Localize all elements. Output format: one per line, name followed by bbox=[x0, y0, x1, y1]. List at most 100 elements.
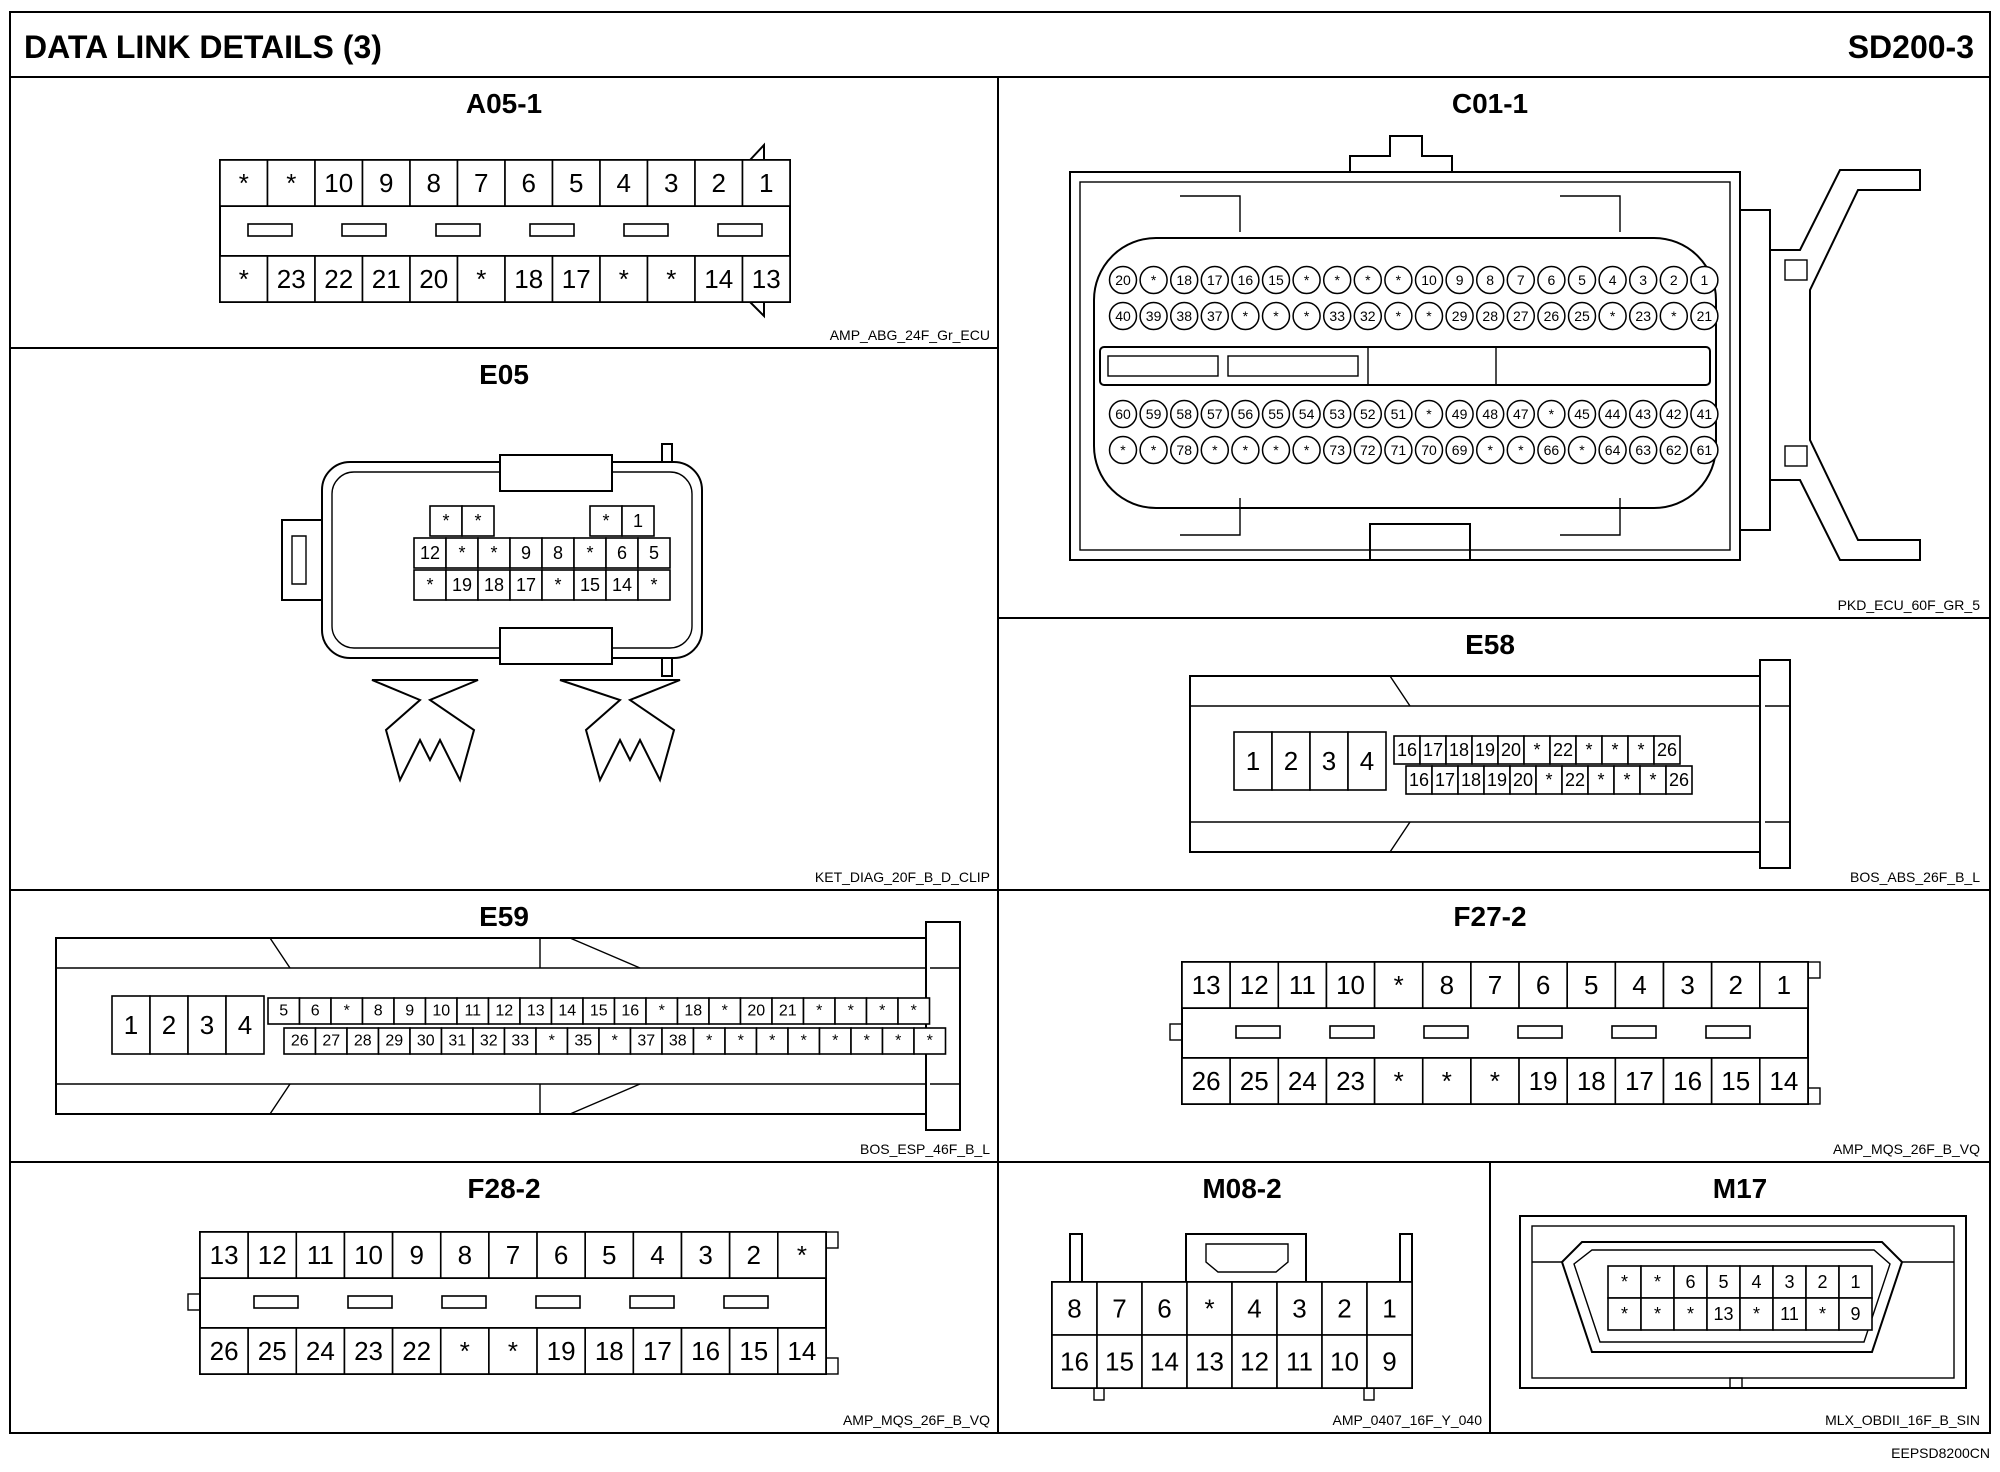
pin-cell bbox=[219, 255, 269, 303]
caption-a05: AMP_ABG_24F_Gr_ECU bbox=[830, 327, 990, 343]
pin-circle bbox=[1108, 301, 1138, 331]
pin-cell bbox=[1838, 1297, 1873, 1331]
pin-cell bbox=[488, 1231, 538, 1279]
pin-circle bbox=[1414, 399, 1444, 429]
pin-circle bbox=[1567, 399, 1597, 429]
keying-slot bbox=[441, 1295, 487, 1309]
pin-label: * bbox=[1649, 770, 1656, 790]
pin-label: 19 bbox=[1529, 1066, 1558, 1096]
pin-cell bbox=[541, 537, 575, 569]
pin-cell bbox=[267, 997, 301, 1025]
pin-label: * bbox=[1671, 308, 1677, 324]
pin-label: 8 bbox=[1440, 970, 1454, 1000]
pin-label: 33 bbox=[1329, 308, 1345, 324]
pin-cell bbox=[1601, 735, 1629, 765]
pin-label: 17 bbox=[1207, 272, 1223, 288]
pin-label: 2 bbox=[746, 1240, 760, 1270]
pin-label: * bbox=[426, 575, 433, 595]
pin-label: * bbox=[1204, 1294, 1214, 1324]
pin-label: 4 bbox=[1609, 272, 1617, 288]
pin-cell bbox=[802, 997, 836, 1025]
pin-label: * bbox=[1637, 740, 1644, 760]
pin-label: 12 bbox=[258, 1240, 287, 1270]
pin-label: 25 bbox=[1574, 308, 1590, 324]
pin-label: * bbox=[1621, 1272, 1628, 1292]
pin-label: 9 bbox=[409, 1240, 423, 1270]
pin-label: 20 bbox=[1115, 272, 1131, 288]
pin-label: 18 bbox=[1461, 770, 1481, 790]
pin-label: * bbox=[650, 575, 657, 595]
pin-label: 44 bbox=[1605, 406, 1621, 422]
pin-label: * bbox=[1442, 1066, 1452, 1096]
pin-label: 2 bbox=[162, 1010, 176, 1040]
pin-cell bbox=[776, 1231, 827, 1279]
keying-slot bbox=[717, 223, 763, 237]
pin-circle bbox=[1598, 435, 1627, 465]
document-code: SD200-3 bbox=[1848, 29, 1974, 65]
pin-cell bbox=[283, 1027, 317, 1055]
pin-label: 13 bbox=[1195, 1347, 1224, 1377]
pin-cell bbox=[1759, 961, 1809, 1009]
pin-circle bbox=[1139, 265, 1168, 295]
pin-cell bbox=[728, 1327, 779, 1375]
pin-label: 18 bbox=[514, 264, 543, 294]
pin-label: 10 bbox=[432, 1003, 450, 1020]
pin-circle bbox=[1537, 301, 1566, 331]
pin-label: 12 bbox=[495, 1003, 513, 1020]
pin-label: 14 bbox=[1150, 1347, 1179, 1377]
pin-cell bbox=[897, 997, 931, 1025]
pin-cell bbox=[1710, 1057, 1761, 1105]
pin-label: * bbox=[476, 264, 486, 294]
pin-circle bbox=[1200, 435, 1230, 465]
pin-label: 11 bbox=[1780, 1304, 1799, 1324]
pin-cell bbox=[1662, 961, 1713, 1009]
pin-label: 9 bbox=[1456, 272, 1464, 288]
page-title: DATA LINK DETAILS (3) bbox=[24, 29, 382, 65]
pin-label: 9 bbox=[405, 1003, 414, 1020]
keying-slot bbox=[1423, 1025, 1469, 1039]
pin-cell bbox=[582, 997, 616, 1025]
pin-circle bbox=[1475, 265, 1505, 295]
pin-label: 1 bbox=[1701, 272, 1709, 288]
pin-label: 4 bbox=[1360, 746, 1374, 776]
pin-label: 19 bbox=[1475, 740, 1495, 760]
pin-circle bbox=[1690, 301, 1719, 331]
pin-label: 3 bbox=[1322, 746, 1336, 776]
panel-title-a05: A05-1 bbox=[466, 88, 542, 119]
pin-label: 25 bbox=[258, 1336, 287, 1366]
pin-label: 60 bbox=[1115, 406, 1131, 422]
pin-circle bbox=[1292, 265, 1321, 295]
pin-cell bbox=[771, 997, 805, 1025]
pin-label: 11 bbox=[1286, 1347, 1313, 1377]
panel-title-e05: E05 bbox=[479, 359, 529, 390]
pin-cell bbox=[1587, 765, 1615, 795]
pin-label: * bbox=[1487, 442, 1493, 458]
caption-c01: PKD_ECU_60F_GR_5 bbox=[1838, 597, 1981, 613]
pin-cell bbox=[503, 1027, 537, 1055]
panel-title-e58: E58 bbox=[1465, 629, 1515, 660]
pin-label: * bbox=[1819, 1304, 1826, 1324]
pin-circle bbox=[1108, 265, 1138, 295]
caption-e05: KET_DIAG_20F_B_D_CLIP bbox=[815, 869, 990, 885]
pin-label: 6 bbox=[1157, 1294, 1171, 1324]
pin-label: 49 bbox=[1452, 406, 1468, 422]
connector-e05-body bbox=[281, 443, 703, 783]
pin-cell bbox=[1805, 1297, 1840, 1331]
pin-cell bbox=[439, 1327, 490, 1375]
pin-label: 5 bbox=[602, 1240, 616, 1270]
pin-cell bbox=[1419, 735, 1447, 765]
pin-cell bbox=[589, 505, 623, 537]
pin-label: 21 bbox=[1697, 308, 1713, 324]
pin-label: 18 bbox=[1577, 1066, 1606, 1096]
pin-label: 47 bbox=[1513, 406, 1529, 422]
pin-cell bbox=[865, 997, 899, 1025]
pin-cell bbox=[629, 1027, 663, 1055]
pin-label: 39 bbox=[1146, 308, 1162, 324]
pin-cell bbox=[834, 997, 868, 1025]
pin-label: * bbox=[1654, 1304, 1661, 1324]
pin-circle bbox=[1322, 435, 1352, 465]
pin-label: 17 bbox=[1423, 740, 1443, 760]
pin-cell bbox=[1276, 1334, 1323, 1389]
pin-circle bbox=[1108, 435, 1138, 465]
